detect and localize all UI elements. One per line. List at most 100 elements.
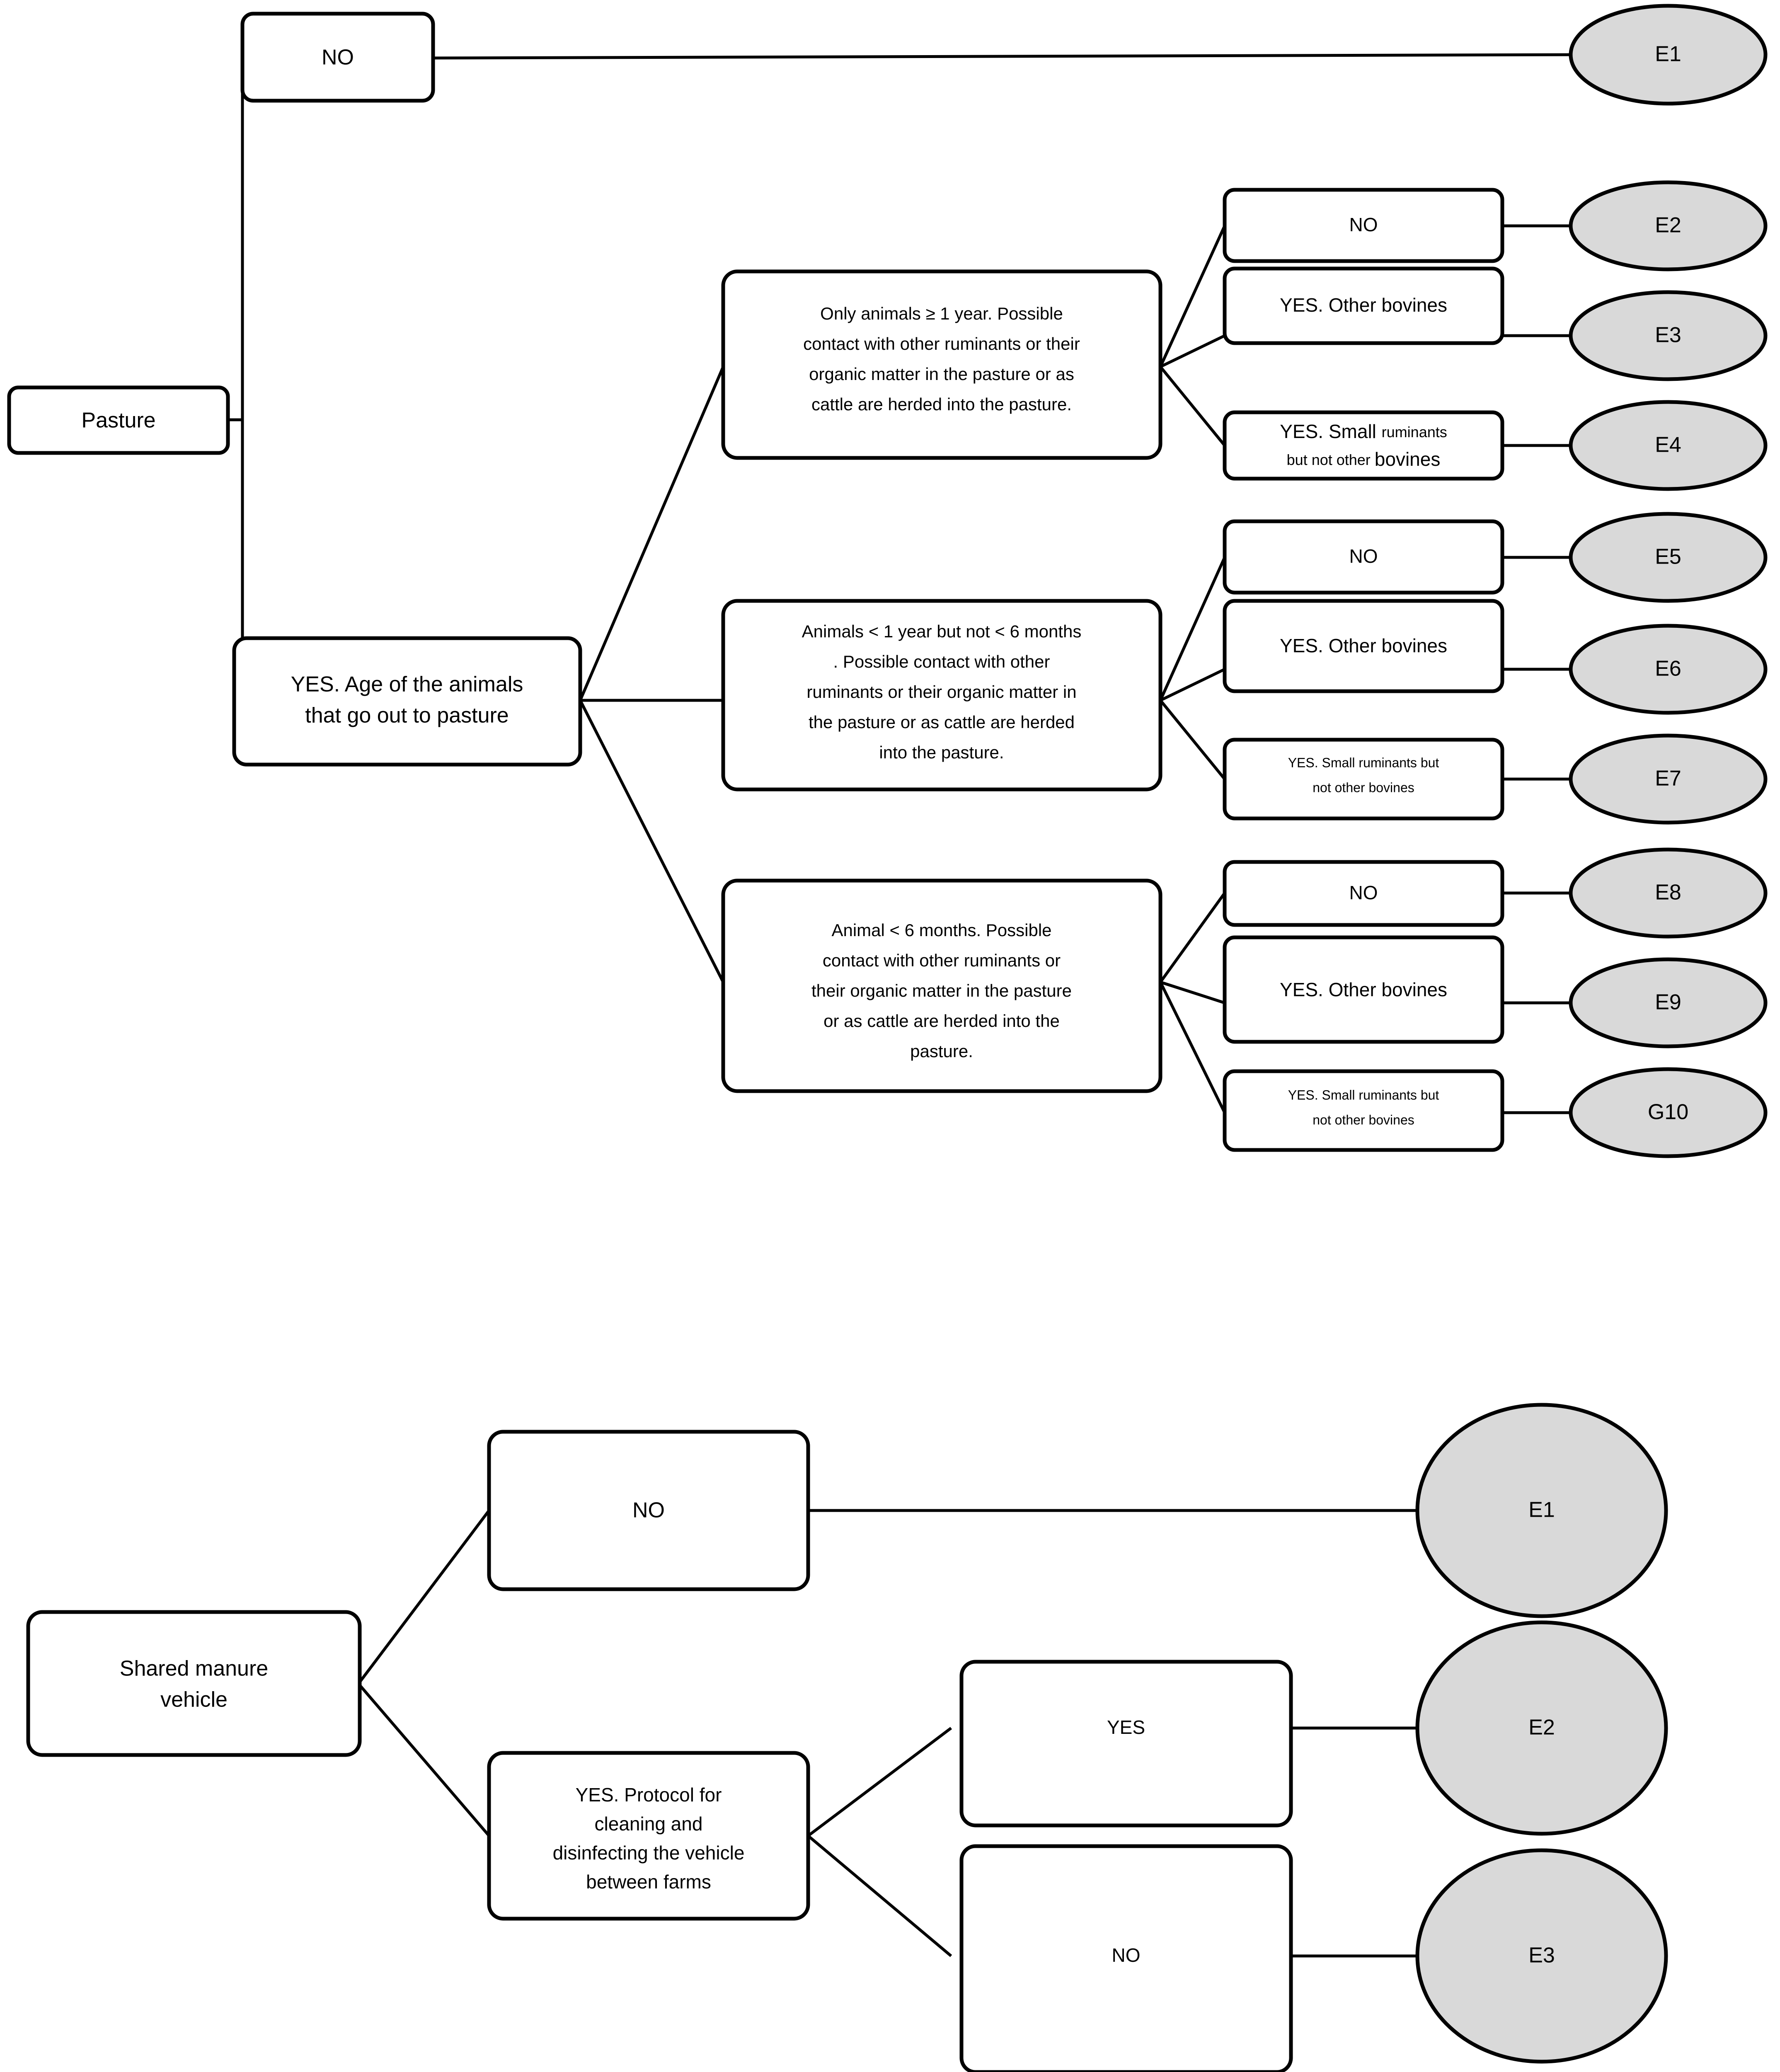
- option-q1-small-suffix: ruminants: [1382, 424, 1447, 441]
- edge-q1-to-no: [1159, 225, 1226, 368]
- node-question-over-1-year[interactable]: Only animals ≥ 1 year. Possible contact …: [721, 269, 1162, 460]
- option-q3-no[interactable]: NO: [1223, 860, 1504, 927]
- option-q1-yes-small-ruminants[interactable]: YES. Small ruminants but not other bovin…: [1223, 410, 1504, 481]
- terminal-e1-shape: [1569, 4, 1768, 106]
- option-q2-yes-small-ruminants[interactable]: YES. Small ruminants but not other bovin…: [1223, 738, 1504, 821]
- terminal-e4[interactable]: E4: [1569, 400, 1768, 491]
- node-pasture[interactable]: Pasture: [7, 385, 230, 455]
- node-question-3-line4: or as cattle are herded into the: [823, 1011, 1060, 1031]
- node-yes-age-label-line2: that go out to pasture: [305, 704, 509, 728]
- terminal-d2-e1[interactable]: E1: [1415, 1403, 1668, 1618]
- terminal-d2-e3[interactable]: E3: [1415, 1848, 1668, 2064]
- node-protocol-line1: YES. Protocol for: [576, 1784, 722, 1806]
- terminal-d2-e2-label: E2: [1528, 1716, 1555, 1740]
- node-question-2-line1: Animals < 1 year but not < 6 months: [802, 622, 1082, 641]
- option-q1-no[interactable]: NO: [1223, 188, 1504, 263]
- terminal-e2[interactable]: E2: [1569, 180, 1768, 271]
- option-q3-yes-other-bovines-label: YES. Other bovines: [1280, 979, 1447, 1000]
- option-q1-yes-other-bovines-label: YES. Other bovines: [1280, 294, 1447, 316]
- terminal-e5-label: E5: [1655, 545, 1681, 569]
- option-q3-yes-other-bovines-shape: [1223, 935, 1504, 1044]
- terminal-d2-e1-shape: [1415, 1403, 1668, 1618]
- option-q1-small-suffix2: bovines: [1375, 448, 1441, 470]
- terminal-d2-e2[interactable]: E2: [1415, 1620, 1668, 1836]
- terminal-e9-label: E9: [1655, 990, 1681, 1014]
- node-pasture-no-shape: [240, 12, 435, 103]
- node-question-3-line2: contact with other ruminants or: [823, 951, 1061, 970]
- terminal-e3-shape: [1569, 290, 1768, 381]
- node-manure-yes-protocol[interactable]: YES. Protocol for cleaning and disinfect…: [487, 1751, 810, 1921]
- option-q1-no-label: NO: [1349, 214, 1378, 235]
- option-q1-yes-small-line1: YES. Small ruminants: [1280, 421, 1447, 442]
- terminal-e2-shape: [1569, 180, 1768, 271]
- node-yes-age-label-line1: YES. Age of the animals: [291, 673, 523, 697]
- node-pasture-no[interactable]: NO: [240, 12, 435, 103]
- terminal-d2-e1-label: E1: [1528, 1498, 1555, 1522]
- node-pasture-shape: [7, 385, 230, 455]
- option-q1-yes-other-bovines-shape: [1223, 266, 1504, 345]
- terminal-e1[interactable]: E1: [1569, 4, 1768, 106]
- edge-manure-to-no: [357, 1509, 490, 1685]
- node-shared-manure-vehicle[interactable]: Shared manure vehicle: [26, 1610, 362, 1757]
- option-q1-yes-small-ruminants-shape: [1223, 410, 1504, 481]
- node-question-1-shape: [721, 269, 1162, 460]
- terminal-e8-shape: [1569, 847, 1768, 939]
- terminal-e8-label: E8: [1655, 881, 1681, 905]
- node-question-2-line5: into the pasture.: [879, 743, 1004, 762]
- edge-q2-to-yes-small: [1159, 699, 1226, 780]
- node-question-3-line1: Animal < 6 months. Possible: [831, 920, 1051, 940]
- node-protocol-no[interactable]: NO: [959, 1844, 1293, 2072]
- edge-pasture-to-no: [228, 58, 244, 421]
- option-q2-yes-other-bovines[interactable]: YES. Other bovines: [1223, 599, 1504, 693]
- edge-q1-to-yes-bovines: [1160, 334, 1225, 368]
- node-protocol-no-shape: [959, 1844, 1293, 2072]
- option-q2-no-shape: [1223, 519, 1504, 595]
- option-q1-no-shape: [1223, 188, 1504, 263]
- node-protocol-line4: between farms: [586, 1871, 711, 1893]
- terminal-e8[interactable]: E8: [1569, 847, 1768, 939]
- edge-pasture-to-yes-age: [228, 418, 244, 704]
- option-q1-small-prefix2: but not other: [1287, 451, 1375, 468]
- terminal-d2-e2-shape: [1415, 1620, 1668, 1836]
- node-question-2-line3: ruminants or their organic matter in: [806, 682, 1076, 702]
- option-q3-yes-small-ruminants[interactable]: YES. Small ruminants but not other bovin…: [1223, 1069, 1504, 1152]
- terminal-e7-shape: [1569, 733, 1768, 825]
- terminal-g10[interactable]: G10: [1569, 1067, 1768, 1158]
- terminal-e6-shape: [1569, 624, 1768, 715]
- node-question-under-1-year[interactable]: Animals < 1 year but not < 6 months . Po…: [721, 599, 1162, 792]
- node-shared-manure-line1: Shared manure: [120, 1657, 268, 1681]
- terminal-e5[interactable]: E5: [1569, 512, 1768, 603]
- node-manure-no[interactable]: NO: [487, 1430, 810, 1591]
- edge-protocol-to-yes: [807, 1727, 952, 1837]
- option-q2-no[interactable]: NO: [1223, 519, 1504, 595]
- option-q2-no-label: NO: [1349, 545, 1378, 567]
- option-q1-yes-small-line2: but not other bovines: [1287, 448, 1441, 470]
- terminal-e3-label: E3: [1655, 323, 1681, 347]
- option-q3-yes-small-line1: YES. Small ruminants but: [1288, 1087, 1439, 1102]
- edge-q3-to-yes-small: [1159, 981, 1226, 1113]
- terminal-e6[interactable]: E6: [1569, 624, 1768, 715]
- edge-q2-to-no: [1159, 557, 1226, 701]
- diagram-shared-manure-vehicle: Shared manure vehicle NO YES. Protocol f…: [26, 1403, 1668, 2072]
- node-question-under-6-months[interactable]: Animal < 6 months. Possible contact with…: [721, 879, 1162, 1093]
- terminal-e9[interactable]: E9: [1569, 957, 1768, 1048]
- node-manure-no-label: NO: [632, 1498, 665, 1523]
- terminal-e4-shape: [1569, 400, 1768, 491]
- terminal-e4-label: E4: [1655, 433, 1681, 457]
- edge-age-to-q3: [579, 700, 725, 983]
- node-manure-yes-protocol-shape: [487, 1751, 810, 1921]
- terminal-d2-e3-shape: [1415, 1848, 1668, 2064]
- node-protocol-yes[interactable]: YES: [959, 1660, 1293, 1828]
- terminal-e3[interactable]: E3: [1569, 290, 1768, 381]
- edge-q3-to-yes-bovines: [1160, 980, 1225, 1005]
- option-q3-yes-other-bovines[interactable]: YES. Other bovines: [1223, 935, 1504, 1044]
- option-q1-yes-other-bovines[interactable]: YES. Other bovines: [1223, 266, 1504, 345]
- node-yes-age-of-animals[interactable]: YES. Age of the animals that go out to p…: [232, 636, 582, 767]
- terminal-e7-label: E7: [1655, 767, 1681, 791]
- option-q3-no-shape: [1223, 860, 1504, 927]
- edge-q2-to-yes-bovines: [1160, 668, 1225, 702]
- terminal-e7[interactable]: E7: [1569, 733, 1768, 825]
- node-protocol-yes-shape: [959, 1660, 1293, 1828]
